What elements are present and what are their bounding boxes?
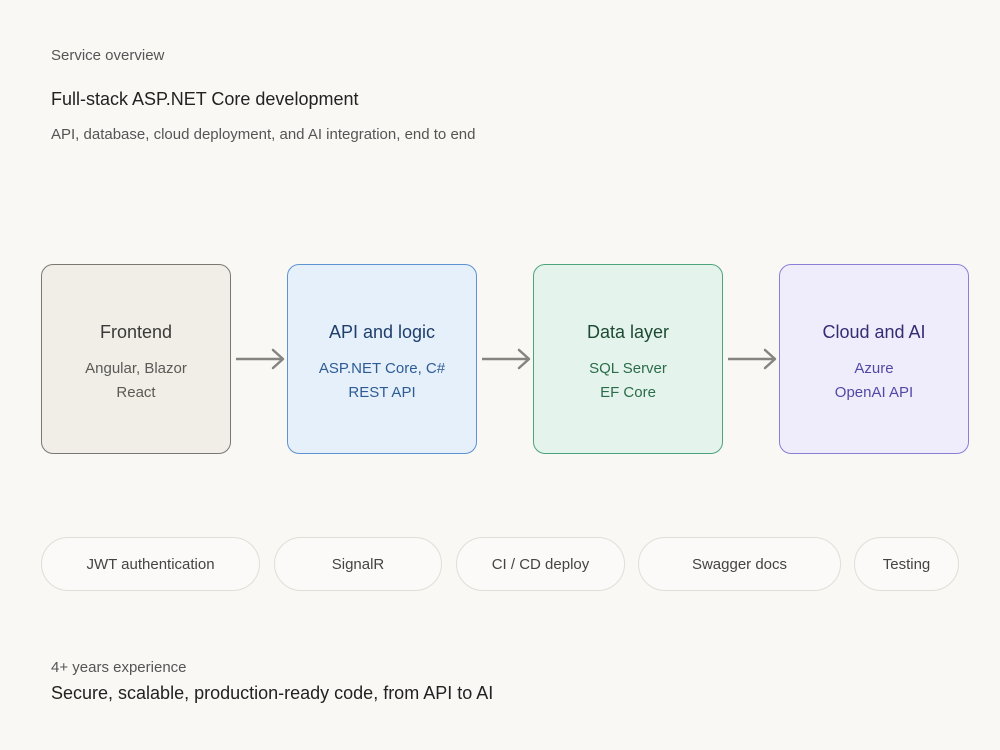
data-layer-box: Data layer SQL Server EF Core bbox=[533, 264, 723, 454]
frontend-box: Frontend Angular, Blazor React bbox=[41, 264, 231, 454]
data-tech-line: SQL Server bbox=[589, 360, 667, 377]
feature-chip-signalr: SignalR bbox=[274, 537, 442, 591]
api-logic-title: API and logic bbox=[328, 322, 436, 342]
frontend-tech-line: React bbox=[116, 384, 156, 401]
api-tech-line: REST API bbox=[348, 384, 416, 401]
api-tech-line: ASP.NET Core, C# bbox=[318, 360, 446, 377]
cloud-ai-box: Cloud and AI Azure OpenAI API bbox=[779, 264, 969, 454]
cloud-tech-line: OpenAI API bbox=[834, 384, 914, 401]
page-title: Full-stack ASP.NET Core development bbox=[51, 89, 359, 109]
tagline: Secure, scalable, production-ready code,… bbox=[51, 683, 494, 703]
arrow-right-icon bbox=[728, 348, 777, 370]
feature-chip-testing: Testing bbox=[854, 537, 959, 591]
data-tech-line: EF Core bbox=[600, 384, 656, 401]
arrow-right-icon bbox=[482, 348, 531, 370]
feature-chip-jwt: JWT authentication bbox=[41, 537, 260, 591]
cloud-tech-line: Azure bbox=[854, 360, 894, 377]
data-layer-title: Data layer bbox=[586, 322, 670, 342]
eyebrow-label: Service overview bbox=[51, 47, 165, 64]
cloud-ai-title: Cloud and AI bbox=[822, 322, 926, 342]
arrow-right-icon bbox=[236, 348, 285, 370]
page-subtitle: API, database, cloud deployment, and AI … bbox=[51, 126, 476, 143]
experience-label: 4+ years experience bbox=[51, 659, 187, 676]
frontend-title: Frontend bbox=[99, 322, 173, 342]
feature-chip-swagger: Swagger docs bbox=[638, 537, 841, 591]
frontend-tech-line: Angular, Blazor bbox=[85, 360, 187, 377]
feature-chip-cicd: CI / CD deploy bbox=[456, 537, 625, 591]
api-logic-box: API and logic ASP.NET Core, C# REST API bbox=[287, 264, 477, 454]
